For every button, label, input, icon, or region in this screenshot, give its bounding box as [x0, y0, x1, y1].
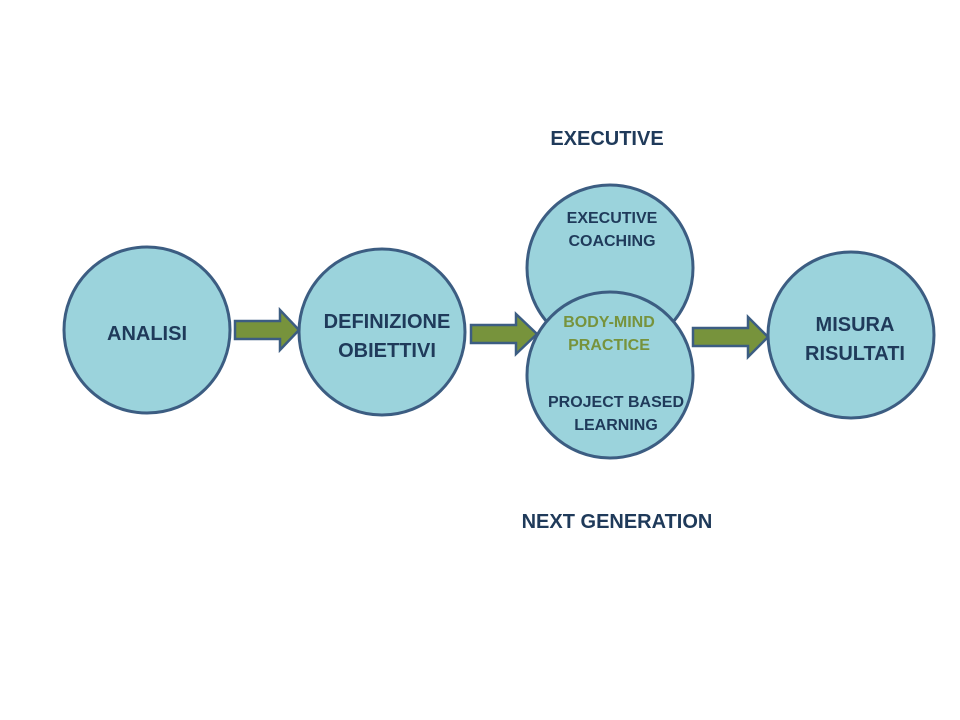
executive-coaching-text-line2: COACHING — [568, 233, 655, 250]
project-based-text-line1: PROJECT BASED — [548, 394, 684, 411]
definizione-circle — [297, 247, 467, 417]
misura-text-line2: RISULTATI — [805, 343, 905, 365]
misura-text-line1: MISURA — [816, 314, 895, 336]
next-generation-label: NEXT GENERATION — [522, 511, 713, 533]
arrow-3 — [691, 313, 770, 361]
arrow-2 — [469, 311, 539, 357]
misura-circle — [766, 250, 936, 420]
definizione-text-line1: DEFINIZIONE — [324, 311, 451, 333]
project-based-text-line2: LEARNING — [574, 417, 658, 434]
project-based-circle — [525, 290, 695, 460]
analisi-circle — [62, 245, 232, 415]
arrow-1 — [233, 306, 301, 354]
body-mind-text-line2: PRACTICE — [568, 337, 650, 354]
body-mind-text-line1: BODY-MIND — [563, 314, 655, 331]
analisi-text: ANALISI — [107, 323, 187, 345]
definizione-text-line2: OBIETTIVI — [338, 340, 436, 362]
executive-coaching-text-line1: EXECUTIVE — [567, 210, 658, 227]
executive-label: EXECUTIVE — [550, 128, 663, 150]
